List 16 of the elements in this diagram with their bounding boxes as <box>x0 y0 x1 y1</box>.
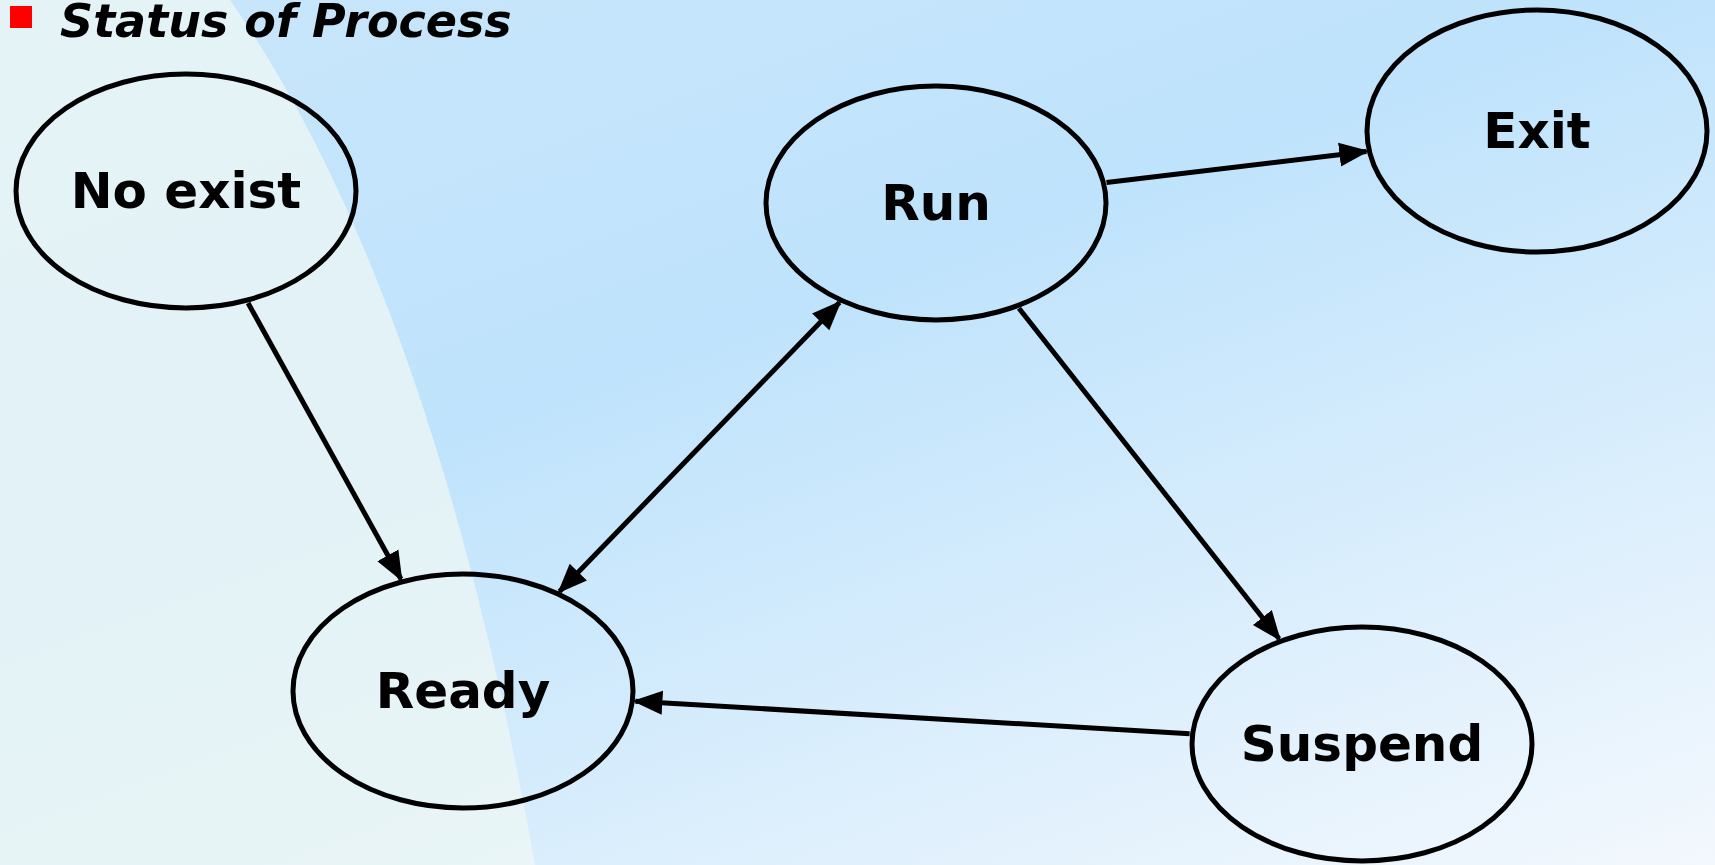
state-label: Ready <box>375 662 551 720</box>
state-ellipse <box>763 83 1109 323</box>
state-label: Suspend <box>1240 715 1484 773</box>
state-label: No exist <box>70 162 302 220</box>
arrow <box>632 690 1190 737</box>
state-label: Exit <box>1483 102 1591 160</box>
state-label: Run <box>881 174 991 232</box>
arrow <box>1016 306 1282 642</box>
arrow <box>1106 142 1370 186</box>
state-ellipse <box>13 71 359 311</box>
state-ellipse <box>1364 7 1710 255</box>
arrow <box>557 300 842 594</box>
arrow <box>245 301 404 582</box>
slide-title: Status of Process <box>60 0 512 48</box>
state-ellipse <box>1189 624 1535 864</box>
state-ellipse <box>290 571 636 811</box>
